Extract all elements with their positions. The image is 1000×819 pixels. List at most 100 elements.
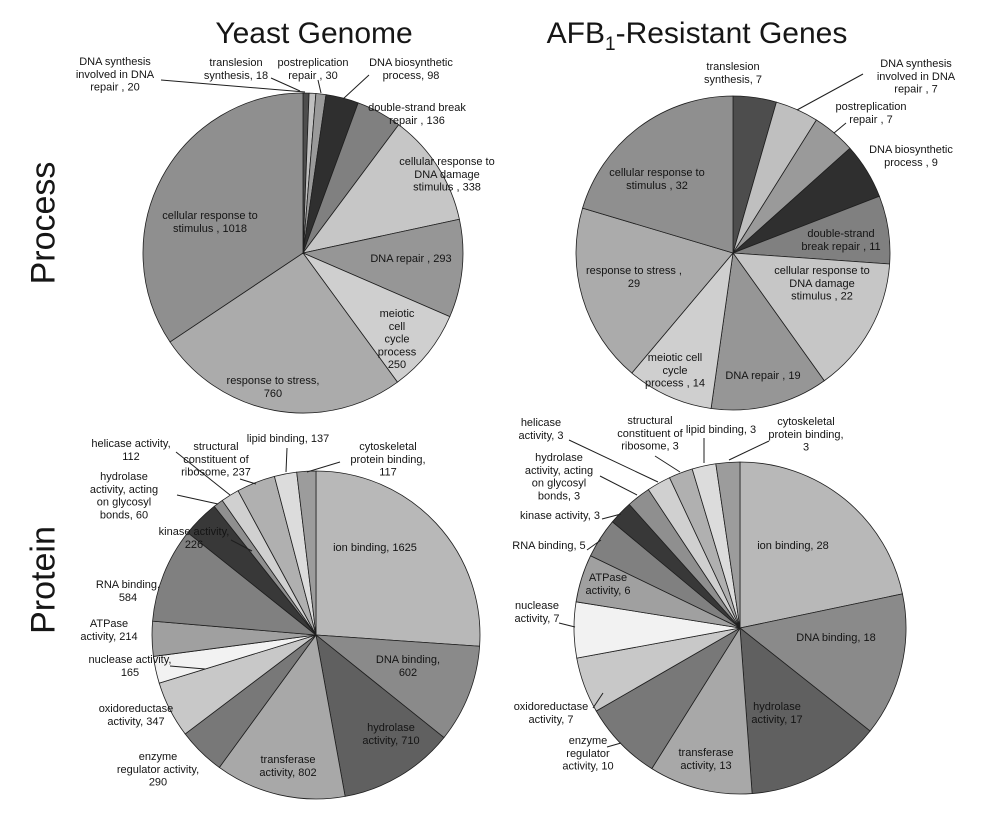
slice-label-line: ribosome, 237 — [181, 467, 251, 479]
pie-slice-cytoskeletal-protein-binding — [296, 470, 317, 636]
leader-line-oxidoreductase-activity — [592, 692, 604, 709]
leader-line-rna-binding — [586, 539, 602, 551]
slice-label-line: stimulus , 32 — [626, 180, 688, 192]
slice-label-line: cellular response to — [609, 167, 704, 179]
slice-label-line: 29 — [628, 278, 640, 290]
pie-slice-hydrolase-activity — [315, 634, 445, 797]
slice-label-line: DNA damage — [789, 278, 854, 290]
leader-line-postreplication-repair — [317, 79, 322, 94]
leader-line-kinase-activity — [601, 513, 622, 520]
leader-line-hydrolase-activity-acting-on-glycosyl-bonds — [599, 475, 638, 496]
slice-label-line: involved in DNA — [76, 69, 155, 81]
leader-line-translesion-synthesis — [270, 77, 301, 92]
slice-label-line: transferase — [260, 754, 315, 766]
slice-label-line: ribosome, 3 — [621, 441, 678, 453]
slice-label-line: postreplication — [278, 57, 349, 69]
pie-slice-response-to-stress — [169, 252, 398, 414]
slice-label-line: process — [378, 346, 417, 358]
slice-label-line: postreplication — [836, 101, 907, 113]
slice-label-kinase-activity: kinase activity, 3 — [520, 510, 600, 522]
slice-label-line: on glycosyl — [532, 478, 586, 490]
slice-label-line: constituent of — [183, 454, 249, 466]
leader-line-dna-synthesis-involved-in-dna-repair — [796, 73, 864, 111]
leader-line-helicase-activity — [568, 439, 659, 483]
slice-label-line: involved in DNA — [877, 71, 956, 83]
slice-label-line: cell — [389, 321, 406, 333]
slice-label-line: activity, 347 — [107, 716, 164, 728]
slice-label-line: 117 — [379, 467, 397, 479]
leader-line-structural-constituent-of-ribosome — [239, 478, 257, 485]
slice-label-line: activity, 17 — [751, 714, 802, 726]
leader-line-lipid-binding — [285, 447, 288, 473]
slice-label-line: activity, 3 — [518, 430, 563, 442]
pie-slice-dna-binding — [739, 593, 907, 732]
column-title-yeast-genome: Yeast Genome — [215, 17, 413, 50]
slice-label-line: hydrolase — [535, 452, 583, 464]
row-label-protein: Protein — [24, 526, 63, 634]
leader-line-helicase-activity — [175, 451, 231, 496]
slice-label-line: cellular response to — [162, 210, 257, 222]
leader-line-dna-biosynthetic-process — [342, 74, 370, 100]
slice-label-line: repair , 7 — [894, 84, 937, 96]
slice-label-line: on glycosyl — [97, 497, 151, 509]
slice-label-line: RNA binding, — [96, 579, 160, 591]
slice-label-line: DNA biosynthetic — [369, 57, 453, 69]
slice-label-line: 112 — [122, 451, 140, 463]
slice-label-line: DNA binding, 18 — [796, 632, 876, 644]
slice-label-line: ion binding, 1625 — [333, 542, 417, 554]
slice-label-line: RNA binding, 5 — [512, 540, 585, 552]
row-label-process: Process — [24, 161, 63, 285]
leader-line-nuclease-activity — [558, 622, 576, 628]
pie-slice-cellular-response-to-stimulus — [582, 95, 734, 254]
slice-label-line: 226 — [185, 539, 203, 551]
slice-label-line: activity, 214 — [80, 631, 137, 643]
slice-label-line: activity, 7 — [514, 613, 559, 625]
slice-label-line: cytoskeletal — [777, 416, 834, 428]
slice-label-line: synthesis, 7 — [704, 74, 762, 86]
slice-label-line: synthesis, 18 — [204, 70, 268, 82]
pie-slice-cellular-response-to-dna-damage-stimulus — [302, 124, 460, 254]
slice-label-line: kinase activity, — [159, 526, 230, 538]
slice-label-line: structural — [193, 441, 238, 453]
pie-slice-dna-repair — [302, 218, 464, 318]
slice-label-line: 584 — [119, 592, 137, 604]
slice-label-line: transferase — [678, 747, 733, 759]
slice-label-line: 250 — [388, 359, 406, 371]
slice-label-line: cellular response to — [399, 156, 494, 168]
slice-label-line: stimulus , 22 — [791, 291, 853, 303]
slice-label-line: repair , 30 — [288, 70, 338, 82]
title-subscript: 1 — [605, 34, 616, 55]
slice-label-dna-repair: DNA repair , 19 — [725, 370, 800, 382]
slice-label-helicase-activity: helicase activity,112 — [91, 438, 170, 463]
pie-slice-rna-binding — [152, 532, 317, 636]
slice-label-nuclease-activity: nuclease activity,165 — [89, 654, 172, 679]
slice-label-line: response to stress, — [227, 375, 320, 387]
slice-label-line: structural — [627, 415, 672, 427]
slice-label-line: DNA repair , 293 — [370, 253, 451, 265]
slice-label-response-to-stress: response to stress ,29 — [586, 265, 682, 290]
slice-label-line: kinase activity, 3 — [520, 510, 600, 522]
leader-line-cytoskeletal-protein-binding — [728, 440, 770, 461]
slice-label-line: lipid binding, 3 — [686, 424, 756, 436]
slice-label-kinase-activity: kinase activity,226 — [159, 526, 230, 551]
pie-slice-hydrolase-activity — [739, 627, 871, 794]
leader-line-postreplication-repair — [833, 122, 847, 134]
slice-label-line: activity, 7 — [528, 714, 573, 726]
slice-label-line: translesion — [209, 57, 262, 69]
slice-label-line: DNA synthesis — [79, 56, 151, 68]
slice-label-line: bonds, 3 — [538, 490, 580, 502]
